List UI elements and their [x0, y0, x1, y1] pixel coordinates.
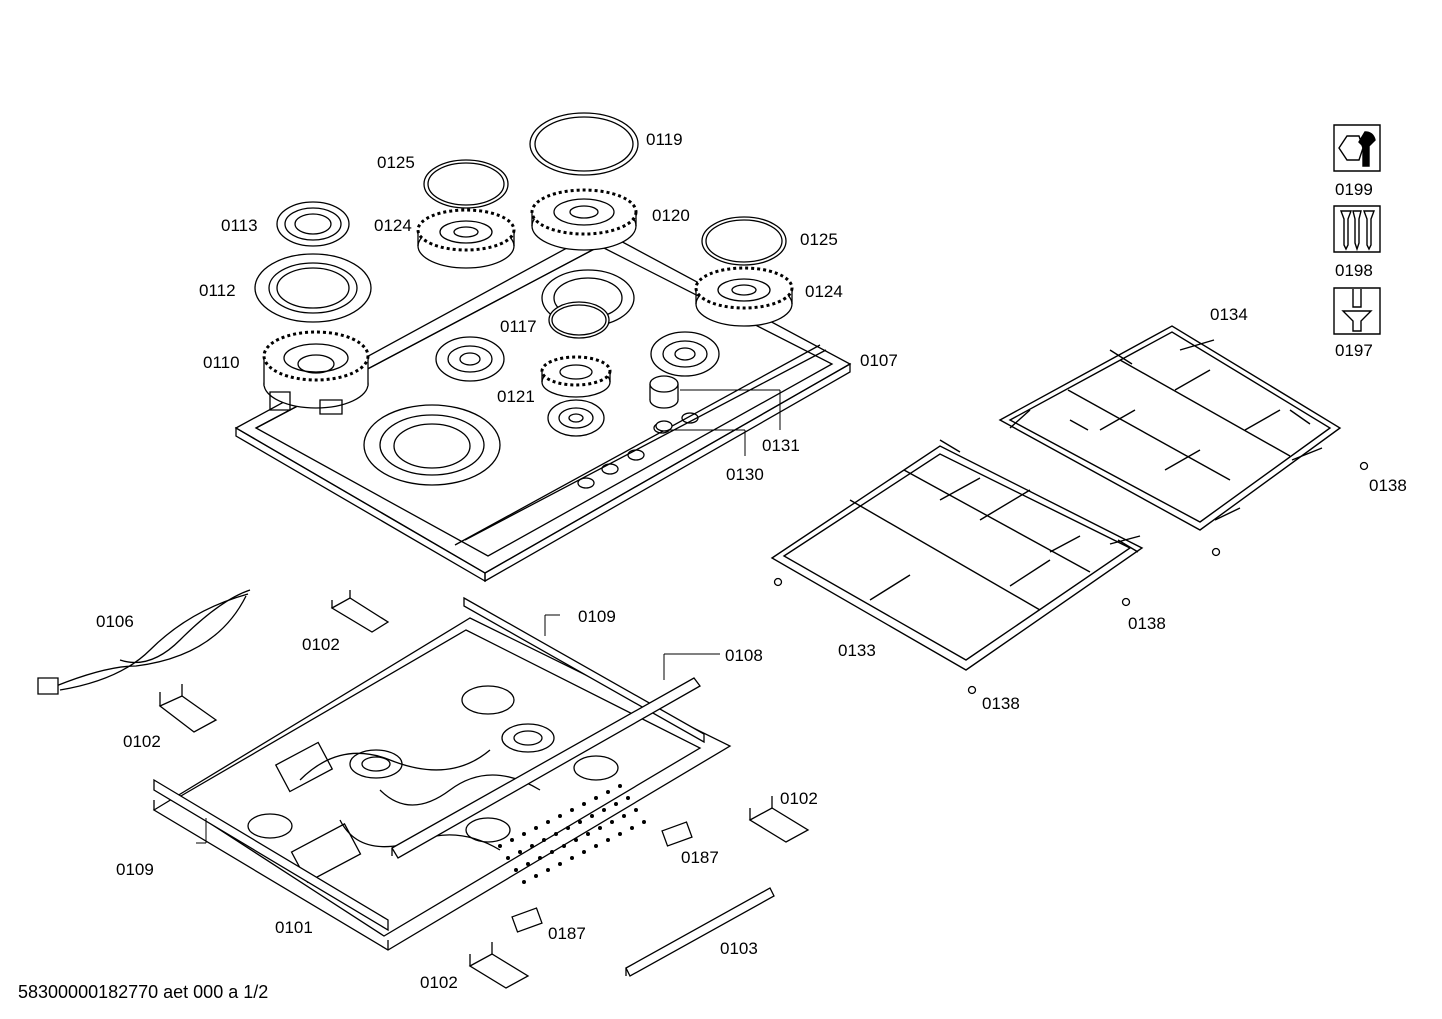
- part-label-0125[interactable]: 0125: [800, 230, 838, 249]
- part-label-0108[interactable]: 0108: [725, 646, 763, 665]
- burner-crown-small[interactable]: [542, 357, 610, 397]
- wok-seat: [364, 405, 500, 485]
- part-label-0117[interactable]: 0117: [500, 317, 537, 336]
- part-label-0119[interactable]: 0119: [646, 130, 683, 149]
- part-label-0125[interactable]: 0125: [377, 153, 415, 172]
- part-label-0120[interactable]: 0120: [652, 206, 690, 225]
- fixing-clamp-1[interactable]: [332, 590, 388, 632]
- tool-screwdriver-icon: [1333, 287, 1381, 335]
- part-label-0187[interactable]: 0187: [681, 848, 719, 867]
- tool-screws-icon: [1333, 205, 1381, 253]
- burner-cap-large[interactable]: [530, 113, 638, 175]
- part-label-0109[interactable]: 0109: [116, 860, 154, 879]
- part-label-0131[interactable]: 0131: [762, 436, 800, 455]
- part-label-0124[interactable]: 0124: [805, 282, 843, 301]
- spring-clip-2[interactable]: [512, 908, 542, 932]
- seal-strip-front[interactable]: [154, 780, 388, 930]
- part-label-0121[interactable]: 0121: [497, 387, 535, 406]
- hob-top-plate[interactable]: [236, 230, 850, 581]
- wok-cap-outer[interactable]: [255, 254, 371, 322]
- part-label-0138[interactable]: 0138: [1369, 476, 1407, 495]
- fixing-clamp-2[interactable]: [160, 684, 216, 732]
- vent-perforations: [498, 784, 646, 884]
- tool-wrench-icon: [1333, 124, 1381, 172]
- burner-cap-small[interactable]: [549, 302, 609, 338]
- part-label-0124[interactable]: 0124: [374, 216, 412, 235]
- knob-holes: [578, 413, 698, 488]
- part-label-0187[interactable]: 0187: [548, 924, 586, 943]
- burner-seat-small: [548, 400, 604, 436]
- part-label-0112[interactable]: 0112: [199, 281, 236, 300]
- part-label-0102[interactable]: 0102: [123, 732, 161, 751]
- tool-label-0198: 0198: [1335, 261, 1373, 280]
- fixing-clamp-4[interactable]: [470, 942, 528, 988]
- part-label-0102[interactable]: 0102: [780, 789, 818, 808]
- part-label-0113[interactable]: 0113: [221, 216, 258, 235]
- burner-crown-right[interactable]: [696, 268, 792, 326]
- tool-label-0197: 0197: [1335, 341, 1373, 360]
- leader-lines: [196, 390, 780, 843]
- part-label-0102[interactable]: 0102: [302, 635, 340, 654]
- part-label-0110[interactable]: 0110: [203, 353, 240, 372]
- control-knob[interactable]: [650, 376, 678, 431]
- burner-seat-left: [436, 337, 504, 381]
- fixing-clamp-3[interactable]: [750, 796, 808, 842]
- part-label-0101[interactable]: 0101: [275, 918, 313, 937]
- cross-bar[interactable]: [392, 678, 700, 858]
- part-label-0138[interactable]: 0138: [1128, 614, 1166, 633]
- burner-cap-left[interactable]: [424, 160, 508, 208]
- part-label-0109[interactable]: 0109: [578, 607, 616, 626]
- burner-cap-right[interactable]: [702, 217, 786, 265]
- part-label-0106[interactable]: 0106: [96, 612, 134, 631]
- mains-cable[interactable]: [38, 590, 250, 694]
- part-label-0138[interactable]: 0138: [982, 694, 1020, 713]
- base-tray[interactable]: [154, 618, 730, 950]
- pan-support-rear[interactable]: [1000, 326, 1340, 530]
- burner-crown-rear[interactable]: [532, 190, 636, 250]
- wok-burner-body[interactable]: [264, 332, 368, 414]
- pan-support-front[interactable]: [772, 440, 1142, 670]
- part-label-0107[interactable]: 0107: [860, 351, 898, 370]
- part-label-0134[interactable]: 0134: [1210, 305, 1248, 324]
- wok-cap-inner[interactable]: [277, 202, 349, 246]
- drawing-reference: 58300000182770 aet 000 a 1/2: [18, 982, 269, 1002]
- trim-strip[interactable]: [626, 888, 774, 976]
- burner-seat-right: [651, 332, 719, 376]
- rubber-feet[interactable]: [775, 463, 1368, 694]
- spring-clip-1[interactable]: [662, 822, 692, 846]
- part-label-0133[interactable]: 0133: [838, 641, 876, 660]
- burner-crown-left[interactable]: [418, 210, 514, 268]
- part-label-0103[interactable]: 0103: [720, 939, 758, 958]
- part-label-0102[interactable]: 0102: [420, 973, 458, 992]
- part-label-0130[interactable]: 0130: [726, 465, 764, 484]
- tool-label-0199: 0199: [1335, 180, 1373, 199]
